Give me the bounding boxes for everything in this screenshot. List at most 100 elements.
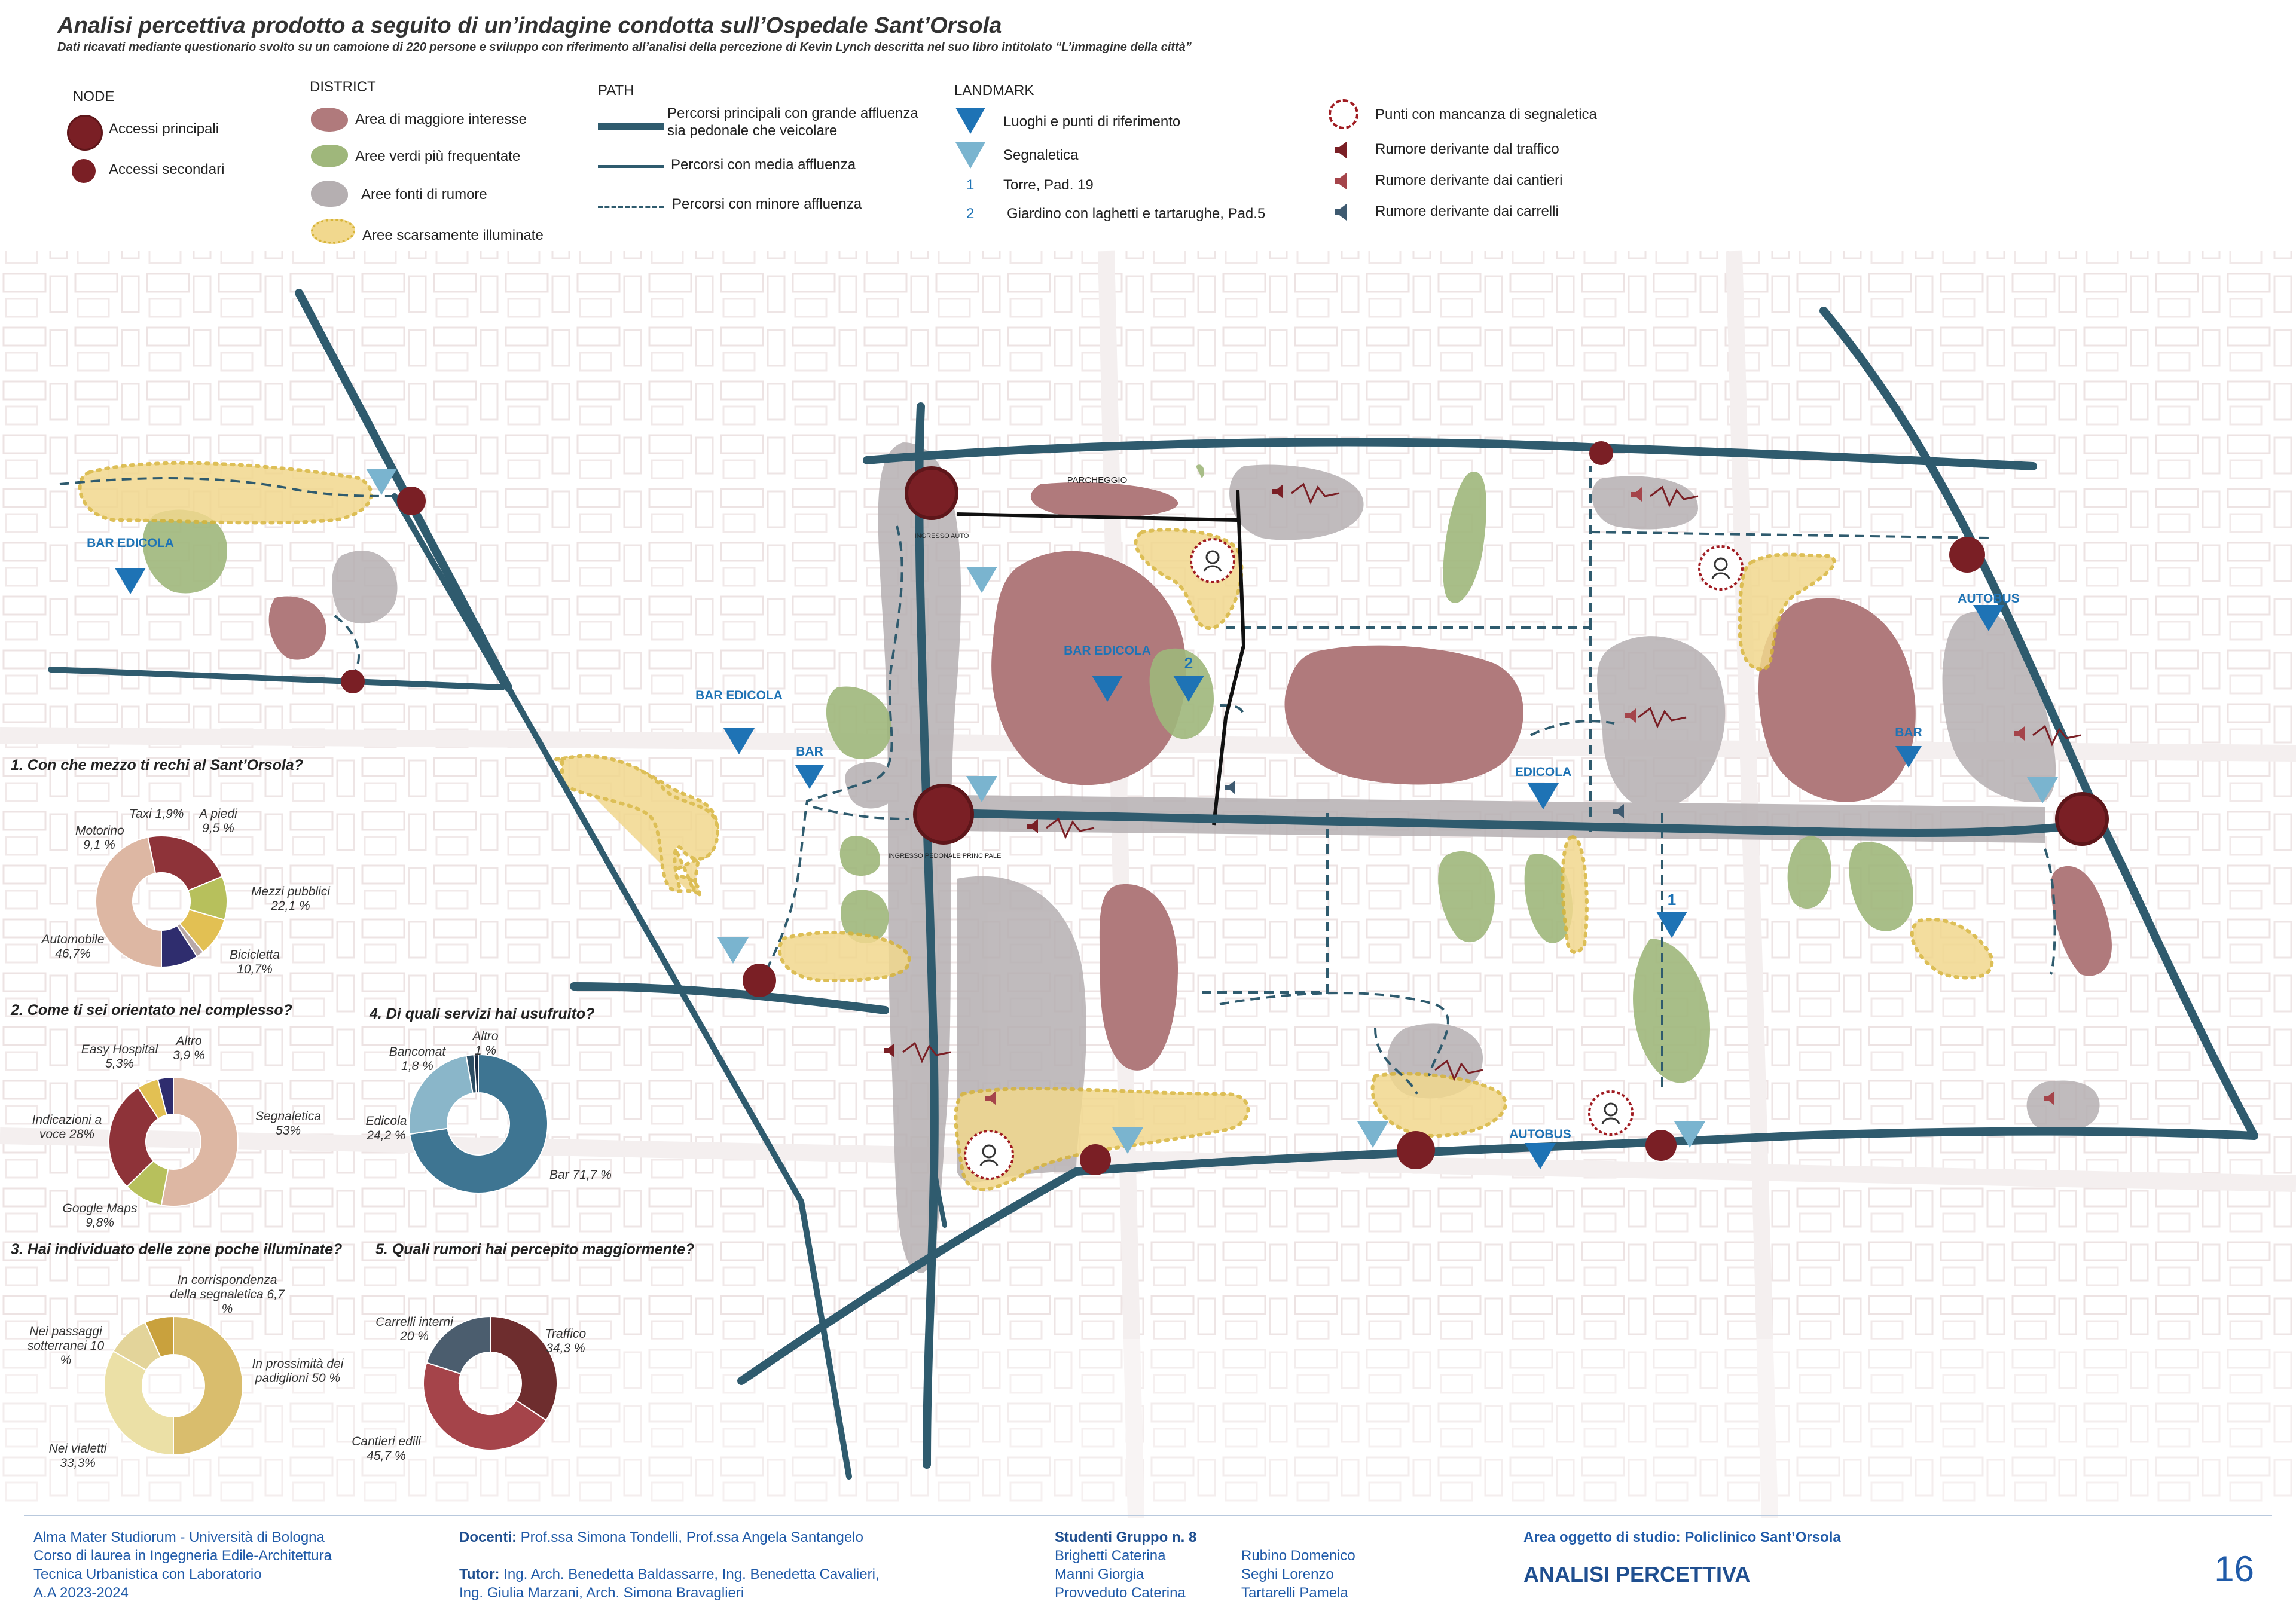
chart1-label-mezzi: Mezzi pubblici 22,1 %	[251, 885, 330, 913]
chart5-label-carrelli: Carrelli interni 20 %	[375, 1315, 453, 1344]
chart1-title: 1. Con che mezzo ti rechi al Sant’Orsola…	[11, 757, 304, 774]
speaker-icons	[884, 484, 2054, 1105]
legend-minor-path-line	[598, 206, 664, 208]
chart1-label-piedi: A piedi 9,5 %	[199, 807, 237, 836]
chart4-slice-in-corrispondenza-della-segnaletica	[144, 1315, 174, 1358]
legend-interest: Area di maggiore interesse	[355, 111, 527, 127]
chart3-label-vialetti: Nei vialetti 33,3%	[48, 1442, 107, 1471]
legend-noise-swatch	[311, 181, 348, 207]
chart1-label-bici: Bicicletta 10,7%	[229, 948, 280, 977]
footer-university: Alma Mater Studiorum - Università di Bol…	[33, 1529, 332, 1601]
chart4-title: 4. Di quali servizi hai usufruito?	[370, 1005, 595, 1022]
legend-medium-path: Percorsi con media affluenza	[671, 157, 856, 173]
chart5-slice-carrelli-interni	[426, 1315, 491, 1375]
page-title: Analisi percettiva prodotto a seguito di…	[57, 13, 1002, 38]
chart2-slice-segnaletica	[160, 1076, 239, 1207]
chart3-slice-edicola	[408, 1055, 474, 1135]
legend-district-title: DISTRICT	[310, 79, 376, 95]
footer-docenti: Docenti: Prof.ssa Simona Tondelli, Prof.…	[459, 1529, 863, 1545]
label-ingresso-pedonale: INGRESSO PEDONALE PRINCIPALE	[889, 852, 1002, 860]
legend-secondary-access: Accessi secondari	[109, 161, 225, 178]
legend-noise-carts: Rumore derivante dai carrelli	[1375, 203, 1559, 219]
chart2-label-segnaletica: Segnaletica 53%	[255, 1109, 321, 1138]
chart5-title: 5. Quali rumori hai percepito maggiormen…	[375, 1241, 695, 1258]
signage-markers	[366, 469, 2058, 1154]
legend-signage: Segnaletica	[1003, 147, 1079, 163]
legend-main-path-line	[598, 123, 664, 130]
chart4-label-edicola: Edicola 24,2 %	[365, 1114, 407, 1143]
noise-glyphs	[902, 482, 2081, 1081]
chart2-slice-indicazioni-a-voce	[108, 1087, 160, 1188]
label-ingresso-auto: INGRESSO AUTO	[915, 533, 969, 540]
chart3-label-segnaletica: In corrispondenza della segnaletica 6,7 …	[170, 1273, 285, 1316]
chart4-label-bar: Bar 71,7 %	[549, 1168, 612, 1182]
label-autobus-east: AUTOBUS	[1958, 592, 2019, 606]
label-autobus-south: AUTOBUS	[1509, 1127, 1571, 1141]
perception-map: PARCHEGGIO INGRESSO AUTO INGRESSO PEDONA…	[0, 250, 2296, 1518]
chart4-label-altro: Altro 1 %	[472, 1029, 499, 1058]
chart3-label-padiglioni: In prossimità dei padiglioni 50 %	[252, 1357, 344, 1386]
survey-charts	[95, 835, 558, 1456]
minor-paths	[59, 466, 2056, 1095]
nodes	[341, 441, 2109, 1175]
legend-landmark-marker	[955, 108, 985, 134]
speaker-works-icon	[1335, 173, 1347, 189]
label-bar-east: BAR	[1895, 726, 1922, 739]
chart1-slice-automobile	[95, 836, 162, 968]
chart2-label-altro: Altro 3,9 %	[173, 1034, 205, 1063]
label-bar-entrance: BAR	[796, 745, 823, 759]
speaker-traffic-icon	[1335, 142, 1347, 158]
legend-medium-path-line	[598, 165, 664, 168]
legend-giardino: Giardino con laghetti e tartarughe, Pad.…	[1007, 206, 1266, 222]
chart2-label-google: Google Maps 9,8%	[62, 1202, 138, 1230]
legend-minor-path: Percorsi con minore affluenza	[672, 196, 862, 212]
chart1-label-taxi: Taxi 1,9%	[129, 807, 184, 821]
green-areas	[142, 464, 1913, 1083]
legend-path-title: PATH	[598, 82, 634, 99]
chart2-label-easy: Easy Hospital 5,3%	[81, 1043, 158, 1071]
label-landmark-1: 1	[1668, 891, 1676, 909]
label-edicola: EDICOLA	[1515, 765, 1572, 779]
footer-area: Area oggetto di studio: Policlinico Sant…	[1523, 1529, 1841, 1545]
legend-missing-signage-icon	[1329, 99, 1358, 129]
footer-tutor: Tutor: Ing. Arch. Benedetta Baldassarre,…	[459, 1566, 880, 1601]
chart3-title: 3. Hai individuato delle zone poche illu…	[11, 1241, 343, 1258]
legend-noise: Aree fonti di rumore	[361, 187, 487, 203]
label-landmark-2: 2	[1184, 654, 1193, 672]
chart2-slice-altro	[157, 1076, 174, 1116]
legend-green: Aree verdi più frequentate	[355, 148, 521, 164]
chart1-label-motorino: Motorino 9,1 %	[75, 824, 124, 852]
legend-dark-swatch	[311, 219, 355, 244]
medium-paths	[956, 490, 1246, 826]
legend-secondary-access-marker	[72, 159, 96, 183]
legend-main-access: Accessi principali	[109, 121, 219, 137]
legend-green-swatch	[311, 145, 348, 167]
main-roads	[48, 289, 2258, 1480]
page-subtitle: Dati ricavati mediante questionario svol…	[57, 41, 1192, 54]
footer-students-col2: Rubino Domenico Seghi Lorenzo Tartarelli…	[1241, 1548, 1355, 1601]
legend-main-access-marker	[67, 115, 103, 151]
interest-areas	[268, 482, 2112, 1071]
chart4-slice-nei-vialetti	[103, 1350, 174, 1456]
chart5-label-traffico: Traffico 34,3 %	[545, 1327, 587, 1356]
legend-interest-swatch	[311, 108, 348, 132]
chart3-slice-bar	[409, 1053, 548, 1194]
legend-dark: Aree scarsamente illuminate	[362, 227, 544, 243]
legend-signage-marker	[955, 142, 985, 169]
chart1-slice-mezzi-pubblici	[147, 835, 224, 892]
missing-signage-glyphs	[979, 550, 1730, 1166]
label-parcheggio: PARCHEGGIO	[1067, 475, 1128, 485]
legend-landmark-num-1: 1	[966, 177, 975, 193]
label-bar-edicola-center: BAR EDICOLA	[1064, 644, 1151, 658]
legend-landmark-title: LANDMARK	[954, 82, 1034, 99]
label-bar-edicola-entrance: BAR EDICOLA	[695, 689, 783, 702]
legend-landmark-num-2: 2	[966, 206, 975, 222]
chart5-slice-traffico	[490, 1315, 558, 1422]
chart1-label-auto: Automobile 46,7%	[41, 933, 105, 961]
legend-missing-signage: Punti con mancanza di segnaletica	[1375, 106, 1597, 123]
chart1-slice-motorino	[161, 924, 198, 968]
chart2-label-voce: Indicazioni a voce 28%	[32, 1113, 102, 1142]
chart3-label-sotterranei: Nei passaggi sotterranei 10 %	[27, 1325, 105, 1368]
page-number: 16	[2214, 1549, 2254, 1589]
chart4-label-bancomat: Bancomat 1,8 %	[389, 1045, 446, 1074]
